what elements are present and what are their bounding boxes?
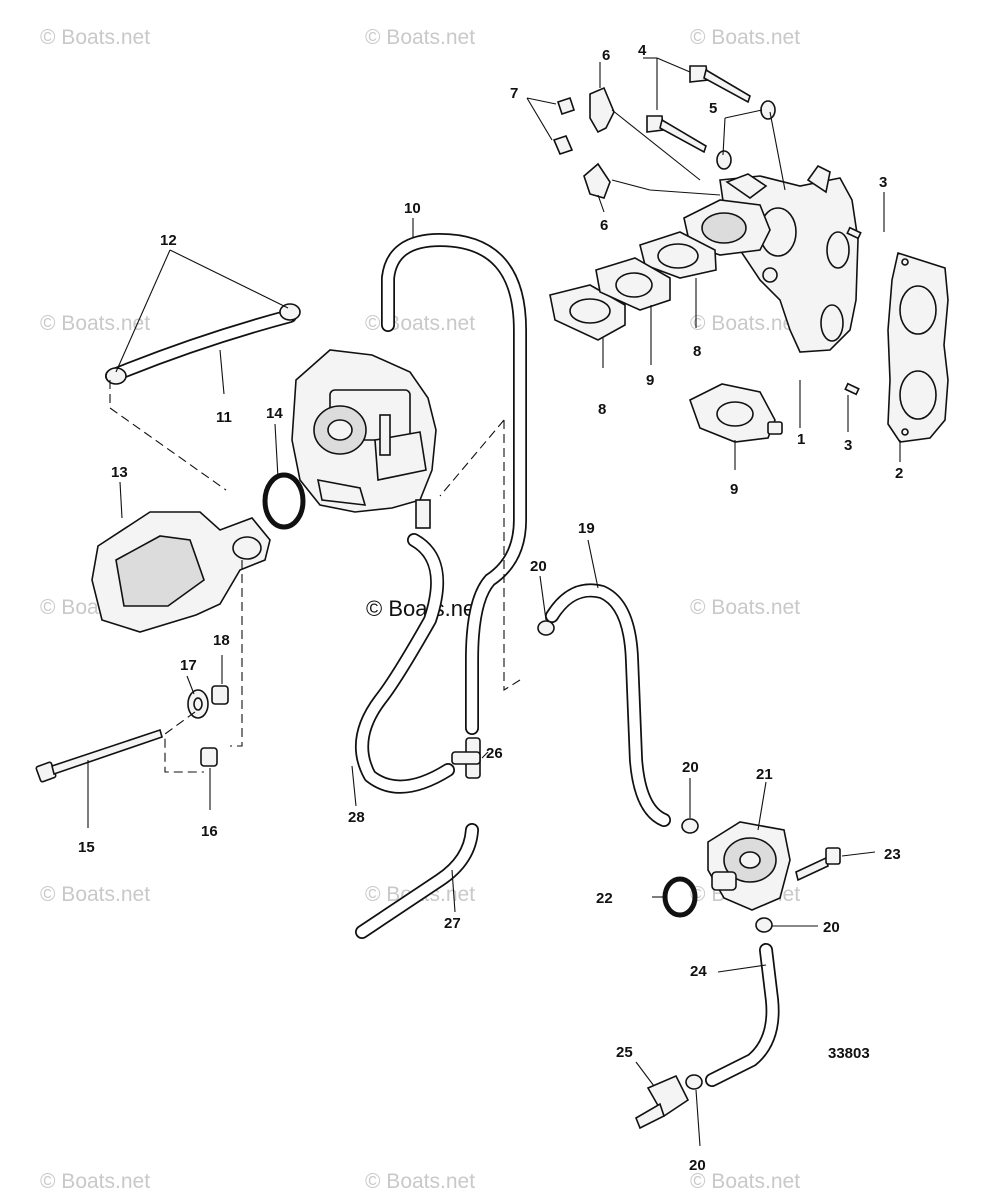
carb-adapter-plate (683, 199, 771, 256)
callout-label: 20 (689, 1157, 706, 1174)
watermark: © Boats.net (40, 1170, 150, 1193)
callout-label: 8 (598, 401, 606, 418)
center-watermark: © Boats.net (366, 596, 481, 621)
hose-24 (705, 943, 780, 1087)
intake-silencer (91, 511, 271, 633)
callout-label: 20 (530, 558, 547, 575)
callout-labels: 1 2 3 3 4 5 6 6 7 8 8 9 9 10 11 12 13 14… (78, 42, 903, 1174)
callout-label: 17 (180, 657, 197, 674)
callout-label: 20 (823, 919, 840, 936)
callout-label: 27 (444, 915, 461, 932)
washers-5 (716, 100, 776, 170)
gaskets-8 (549, 231, 717, 341)
callout-label: 20 (682, 759, 699, 776)
fuel-connector-25 (635, 1074, 690, 1130)
callout-label: 23 (884, 846, 901, 863)
callout-label: 28 (348, 809, 365, 826)
clamps-20 (537, 620, 773, 1090)
diagram-number: 33803 (828, 1045, 870, 1062)
callout-label: 13 (111, 464, 128, 481)
leader-lines (87, 57, 901, 1147)
o-ring-22 (662, 876, 698, 918)
watermark: © Boats.net (40, 312, 150, 335)
callout-label: 21 (756, 766, 773, 783)
bolt-15 (35, 728, 163, 783)
grommet-17 (187, 689, 209, 719)
callout-label: 9 (730, 481, 738, 498)
manifold-gasket (887, 251, 949, 443)
tee-fitting-26 (451, 737, 481, 779)
watermark: © Boats.net (365, 26, 475, 49)
callout-label: 16 (201, 823, 218, 840)
callout-label: 1 (797, 431, 805, 448)
watermark: © Boats.net (40, 883, 150, 906)
callout-label: 5 (709, 100, 717, 117)
callout-label: 8 (693, 343, 701, 360)
callout-label: 15 (78, 839, 95, 856)
callout-label: 2 (895, 465, 903, 482)
hose-10 (381, 233, 527, 735)
callout-label: 4 (638, 42, 647, 59)
sleeve-18 (211, 685, 229, 705)
callout-label: 26 (486, 745, 503, 762)
dowels-3 (844, 226, 862, 396)
watermark: © Boats.net (690, 596, 800, 619)
watermark: © Boats.net (40, 26, 150, 49)
watermark: © Boats.net (690, 1170, 800, 1193)
callout-label: 3 (879, 174, 887, 191)
callout-label: 14 (266, 405, 283, 422)
clamps-6 (583, 86, 615, 199)
callout-label: 11 (216, 409, 232, 426)
callout-label: 6 (600, 217, 608, 234)
hose-11 (105, 309, 297, 383)
callout-label: 25 (616, 1044, 633, 1061)
screw-23 (795, 847, 841, 882)
callout-label: 12 (160, 232, 177, 249)
screws-7 (552, 96, 576, 155)
clamp-12 (105, 303, 301, 385)
callout-label: 9 (646, 372, 654, 389)
phantom-lines (109, 380, 521, 773)
watermark: © Boats.net (365, 1170, 475, 1193)
o-ring-14 (262, 472, 306, 530)
hose-28 (355, 533, 455, 794)
hose-27 (355, 823, 479, 939)
carburetor (291, 349, 437, 529)
fuel-pump-21 (707, 821, 791, 911)
bolts-4 (646, 65, 751, 154)
callout-label: 24 (690, 963, 707, 980)
callout-label: 10 (404, 200, 421, 217)
callout-label: 22 (596, 890, 613, 907)
callout-label: 19 (578, 520, 595, 537)
hose-19 (545, 583, 671, 827)
callout-label: 7 (510, 85, 518, 102)
insulators-9 (595, 257, 783, 443)
watermark: © Boats.net (690, 26, 800, 49)
bushing-16 (200, 747, 218, 767)
callout-label: 6 (602, 47, 610, 64)
callout-label: 3 (844, 437, 852, 454)
watermark: © Boats.net (690, 312, 800, 335)
callout-label: 18 (213, 632, 230, 649)
